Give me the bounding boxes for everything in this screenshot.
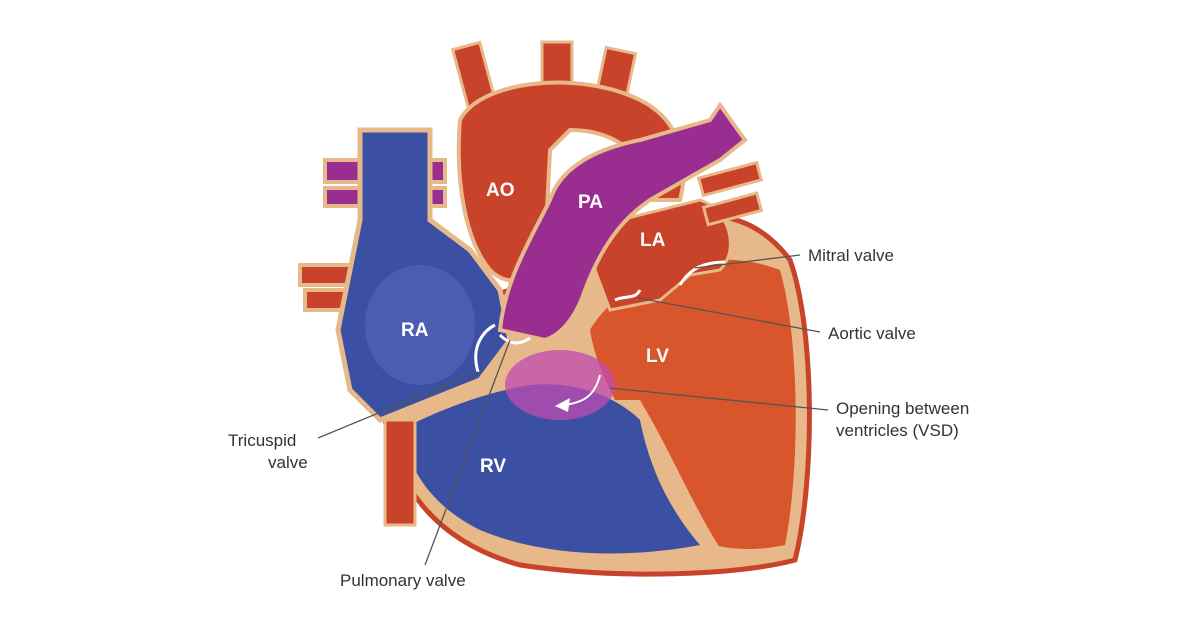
pulmonary-veins-right xyxy=(696,160,764,227)
pulmonary-valve xyxy=(498,333,531,345)
leader-pulmonary xyxy=(424,339,511,566)
right-atrium-highlight xyxy=(365,265,475,385)
callout-tricuspid-line2: valve xyxy=(268,453,308,472)
leader-mitral xyxy=(694,254,801,269)
vsd-flow-arrow xyxy=(564,374,601,406)
left-ventricle xyxy=(590,259,796,550)
tricuspid-valve xyxy=(474,323,496,373)
callout-vsd-line1: Opening between xyxy=(836,399,969,418)
leader-tricuspid xyxy=(317,371,479,439)
callout-vsd-line2: ventricles (VSD) xyxy=(836,421,959,440)
label-pa: PA xyxy=(578,192,603,213)
label-lv: LV xyxy=(646,346,669,367)
callout-pulmonary-valve: Pulmonary valve xyxy=(340,571,466,590)
pulmonary-artery xyxy=(497,101,748,343)
callout-aortic-valve: Aortic valve xyxy=(828,324,916,343)
label-ao: AO xyxy=(486,180,515,201)
right-ventricle xyxy=(400,384,700,554)
label-la: LA xyxy=(640,230,666,251)
label-rv: RV xyxy=(480,456,506,477)
callout-tricuspid-line1: Tricuspid xyxy=(228,431,296,450)
leader-vsd xyxy=(609,387,829,411)
left-atrium xyxy=(593,198,732,312)
vsd-arrowhead xyxy=(555,398,570,412)
inferior-vena-cava xyxy=(383,418,417,527)
vsd-mixing-flow xyxy=(505,350,615,420)
callout-mitral-valve: Mitral valve xyxy=(808,246,894,265)
label-ra: RA xyxy=(401,320,429,341)
aortic-valve xyxy=(614,289,642,302)
aorta xyxy=(450,40,686,283)
leader-aortic xyxy=(637,297,821,333)
